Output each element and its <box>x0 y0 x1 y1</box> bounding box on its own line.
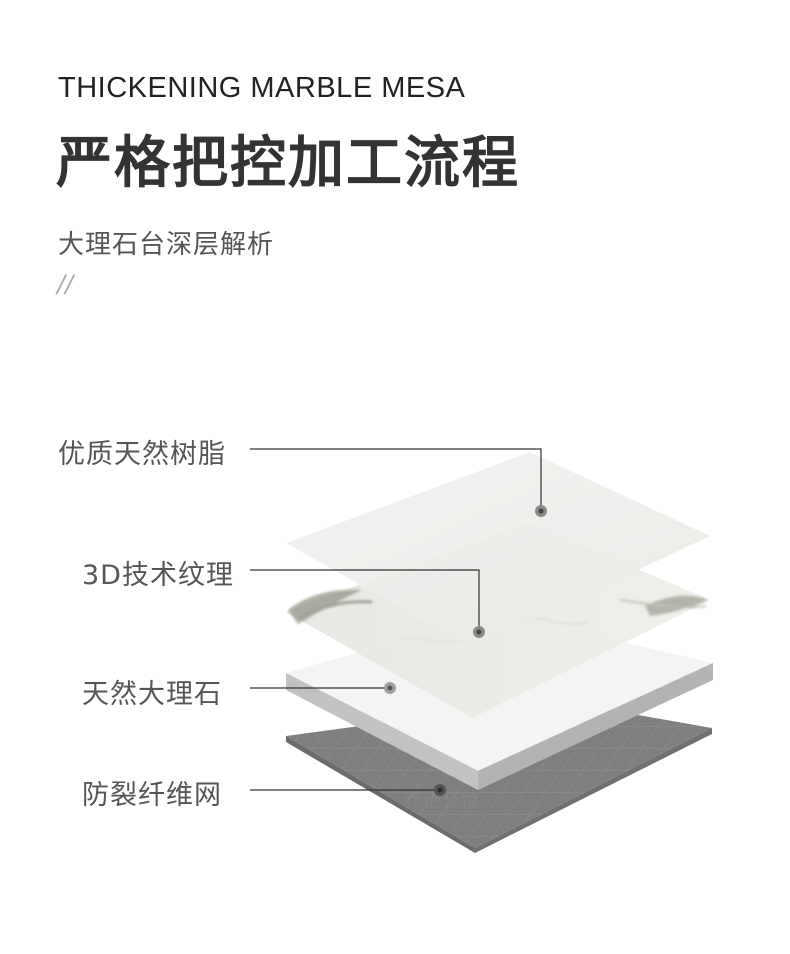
layer-label-marble: 天然大理石 <box>82 679 222 710</box>
page-subtitle: 大理石台深层解析 <box>58 230 275 260</box>
page-title: 严格把控加工流程 <box>56 131 520 196</box>
leader-line-texture <box>250 569 480 632</box>
eyebrow-heading: THICKENING MARBLE MESA <box>58 72 466 104</box>
divider-mark: // <box>57 270 74 298</box>
watermark: 乔伦公馆 <box>404 792 480 812</box>
layer-label-texture: 3D技术纹理 <box>82 560 234 591</box>
layer-label-mesh: 防裂纤维网 <box>82 780 222 811</box>
layer-label-resin: 优质天然树脂 <box>58 439 226 470</box>
anchor-dots <box>384 505 547 796</box>
leader-line-resin <box>250 448 542 511</box>
leader-lines <box>250 448 542 791</box>
resin-layer <box>286 452 710 648</box>
